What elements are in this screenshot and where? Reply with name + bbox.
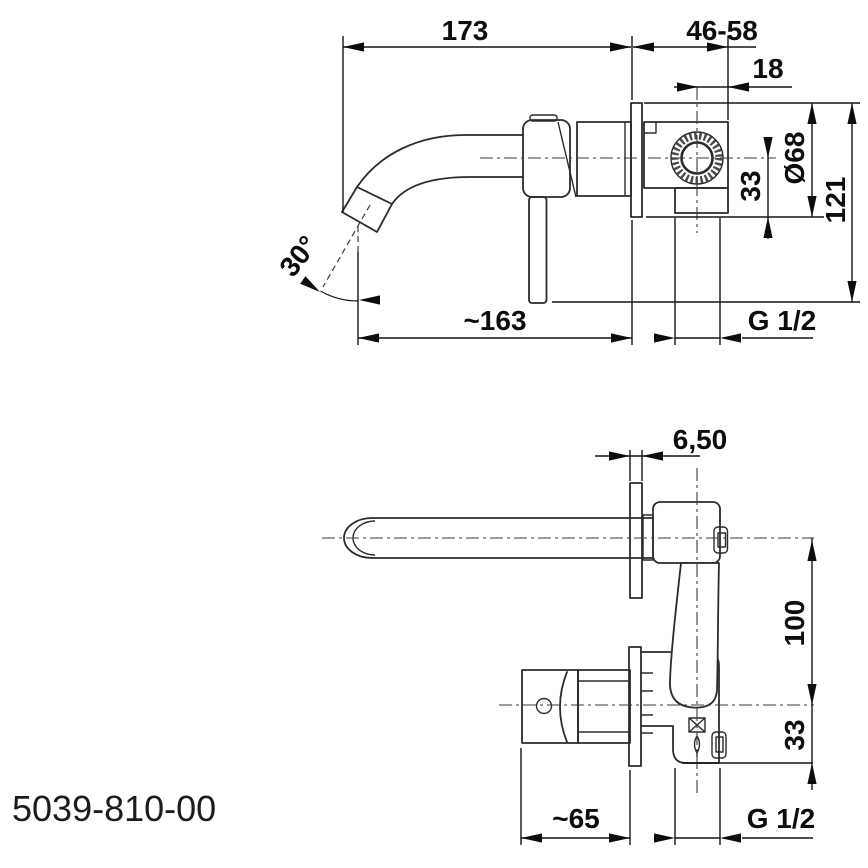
arrow [677,82,698,92]
dim-inlet-thread-plan: G 1/2 [747,803,815,834]
set-screw-inner-upper [717,532,727,548]
dim-overall-height: 121 [820,177,851,224]
handle-lever-side [528,196,548,304]
set-screw-inner-lower [715,736,724,753]
angle-arrow-right [359,295,380,305]
arrow [642,451,663,461]
wall-plate-plan-lower [628,646,642,767]
dim-handle-reach: ~65 [552,803,600,834]
spout-outlet [341,186,393,233]
side-elevation-view: 30° 173 46-58 18 Ø68 121 33 [273,15,860,345]
dim-outlet-reach: ~163 [463,305,526,336]
set-screw-tab-lower [711,731,727,759]
arrow [343,42,364,52]
arrow [763,137,773,158]
handle-cone-line [557,121,577,198]
handle-grip-block [521,669,579,744]
arrow [807,540,817,561]
arrow [521,833,542,843]
product-code: 5039-810-00 [12,788,216,829]
wall-plate-side [630,102,643,218]
outlet-axis-dashed [322,204,371,288]
dim-spout-projection: 173 [442,15,489,46]
spout-holder-body [652,501,721,564]
arrow [654,833,675,843]
arrow [763,217,773,238]
arrow [720,833,741,843]
arrow [633,42,654,52]
plan-view: 6,50 100 33 ~65 G 1/2 [322,424,817,845]
body-step-line [644,122,657,134]
dim-plate-thickness: 6,50 [673,424,728,455]
arrow [654,333,675,343]
arrow [807,103,817,124]
angle-arc [320,290,359,302]
spout-outline [356,134,524,205]
arrow [847,281,857,302]
handle-cap-tab [529,114,558,122]
handle-stem-inner-lines [578,680,630,733]
grip-dome-arc [559,671,568,743]
dim-center-distance: 100 [779,600,810,647]
wall-plate-plan-upper [629,482,643,599]
spout-plan-outline [343,517,654,559]
valve-body-ticks [641,672,653,734]
handle-lever-plan [669,562,720,709]
body-sleeve [576,121,632,197]
arrow [728,82,749,92]
arrow [610,42,631,52]
arrow [609,833,630,843]
dim-axis-drop: 33 [735,170,766,201]
dim-wall-depth-range: 46-58 [686,15,758,46]
arrow [609,451,630,461]
dim-inlet-thread-side: G 1/2 [748,305,816,336]
dim-port-offset: 18 [752,53,783,84]
grip-detail-hole [535,697,553,715]
arrow [358,333,379,343]
set-screw-tab-upper [713,526,729,554]
arrow [611,333,632,343]
inlet-stub-side [674,187,729,214]
arrow [847,103,857,124]
arrow [720,333,741,343]
arrow [807,763,817,784]
arrow [807,684,817,705]
handle-stem [577,669,631,744]
angle-arrow-left [300,276,323,296]
dim-escutcheon-diameter: Ø68 [779,132,810,185]
arrow [807,196,817,217]
dim-spout-angle: 30° [273,230,323,282]
dim-inlet-offset: 33 [779,719,810,750]
